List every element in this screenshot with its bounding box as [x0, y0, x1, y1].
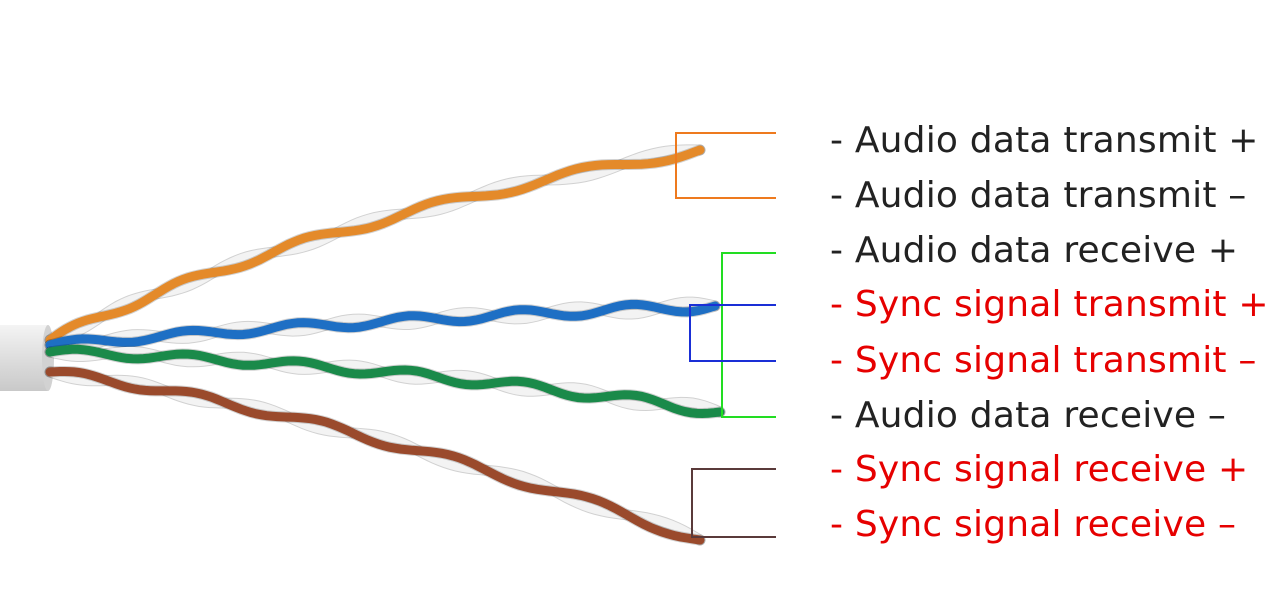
label-audio-data-receive-plus: - Audio data receive + [830, 230, 1239, 271]
label-sync-signal-receive-plus: - Sync signal receive + [830, 449, 1249, 490]
label-audio-data-transmit-plus: - Audio data transmit + [830, 120, 1259, 161]
brown-wire-pair [44, 366, 706, 546]
blue-wire-pair [44, 296, 721, 353]
label-sync-signal-transmit-plus: - Sync signal transmit + [830, 284, 1269, 325]
label-audio-data-transmit-minus: - Audio data transmit – [830, 175, 1247, 216]
green-wire-pair [44, 343, 726, 420]
brown-pair-bracket [691, 468, 776, 538]
label-audio-data-receive-minus: - Audio data receive – [830, 395, 1227, 436]
orange-pair-bracket [675, 132, 776, 199]
label-sync-signal-receive-minus: - Sync signal receive – [830, 504, 1237, 545]
label-sync-signal-transmit-minus: - Sync signal transmit – [830, 340, 1257, 381]
cable-jacket [0, 325, 54, 391]
green-pair-bracket [721, 252, 776, 418]
orange-wire-pair [44, 144, 706, 346]
blue-pair-bracket [689, 304, 776, 362]
